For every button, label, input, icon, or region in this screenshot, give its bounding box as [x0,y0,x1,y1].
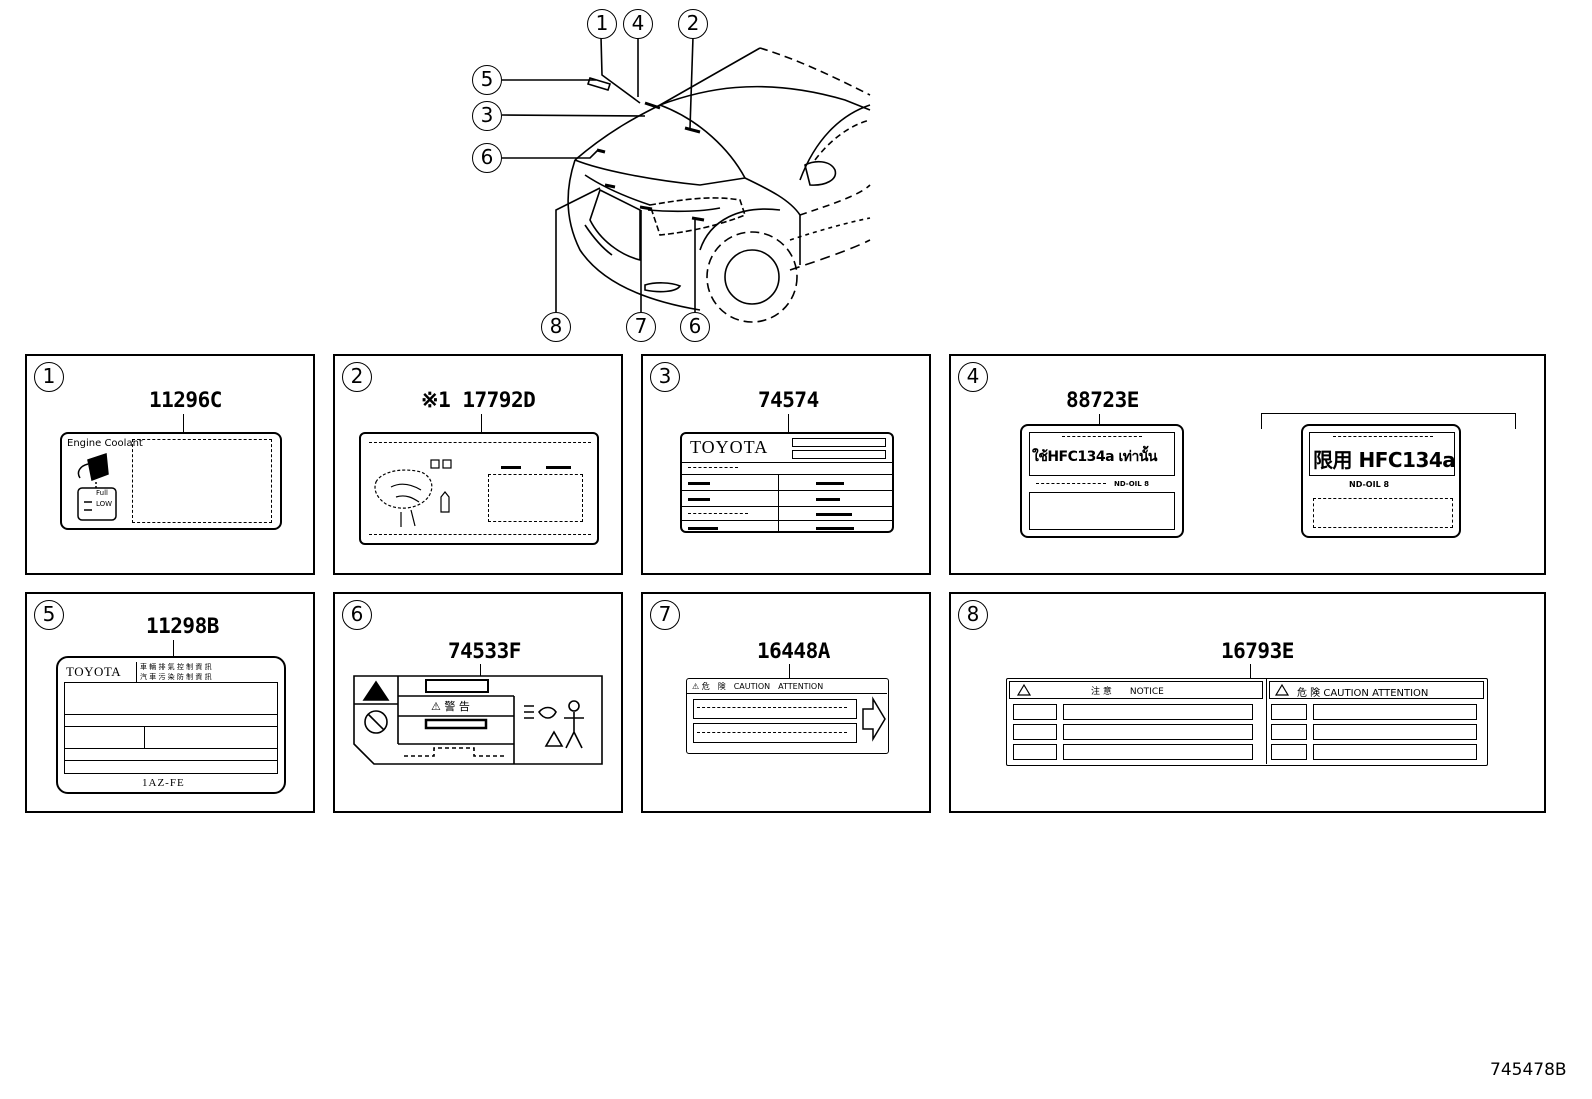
panel-number: 6 [342,600,372,630]
panel-3: 3 74574 TOYOTA [641,354,931,575]
panel-2: 2 ※1 17792D [333,354,623,575]
callout-3: 3 [472,101,502,131]
callout-6-bottom: 6 [680,312,710,342]
engine-code: 1AZ-FE [142,777,185,789]
callout-2: 2 [678,9,708,39]
panel-5: 5 11298B TOYOTA 車 輛 排 氣 控 制 資 訊 汽 車 污 染 … [25,592,315,813]
callout-7: 7 [626,312,656,342]
callout-1: 1 [587,9,617,39]
ac-label-chinese: 限用 HFC134a ND-OIL 8 [1301,424,1461,538]
part-number: 16448A [757,639,830,663]
notice-header: 注 意 NOTICE [1091,687,1164,697]
coolant-label: Engine Coolant Full LOW [60,432,282,530]
panel-number: 8 [958,600,988,630]
callout-4: 4 [623,9,653,39]
engine-schematic-icon [374,459,452,527]
emission-label [359,432,599,545]
callout-5: 5 [472,65,502,95]
refrigerant-text-thai: ใช้HFC134a เท่านั้น [1032,449,1157,465]
panel-number: 2 [342,362,372,392]
part-number: 74574 [758,388,819,412]
warning-triangle-icon [1274,683,1290,696]
brand-text: TOYOTA [66,664,122,679]
part-number: 11296C [149,388,222,412]
emission-info-label: TOYOTA 車 輛 排 氣 控 制 資 訊 汽 車 污 染 防 制 資 訊 1… [56,656,286,794]
panel-number: 5 [34,600,64,630]
part-number: 11298B [146,614,219,638]
caution-label: ⚠ 危 険 CAUTION ATTENTION [686,678,889,754]
warning-triangle-icon [1016,683,1032,696]
part-number: 88723E [1066,388,1139,412]
pouring-coolant-icon [77,452,117,521]
legend-low: LOW [96,500,113,508]
caution-header: ⚠ 危 険 CAUTION ATTENTION [692,682,824,691]
callout-8: 8 [541,312,571,342]
panel-number: 3 [650,362,680,392]
panel-6: 6 74533F ⚠ 警 告 [333,592,623,813]
panel-7: 7 16448A ⚠ 危 険 CAUTION ATTENTION [641,592,931,813]
notice-caution-label: 注 意 NOTICE 危 険 CAUTION ATTENTION [1006,678,1488,766]
callout-6-top: 6 [472,143,502,173]
oil-text-chinese: ND-OIL 8 [1349,480,1390,489]
panel-8: 8 16793E 注 意 NOTICE 危 険 CAUTION ATTENTIO… [949,592,1546,813]
ac-label-thai: ใช้HFC134a เท่านั้น ND-OIL 8 [1020,424,1184,538]
chinese-row-2: 汽 車 污 染 防 制 資 訊 [140,673,212,681]
refrigerant-text-chinese: 限用 HFC134a [1313,448,1456,472]
panel-1: 1 11296C Engine Coolant Full LOW [25,354,315,575]
fan-warning-label [353,675,603,765]
part-number: 74533F [448,639,521,663]
panel-number: 4 [958,362,988,392]
panel-4: 4 88723E ใช้HFC134a เท่านั้น ND-OIL 8 限用… [949,354,1546,575]
coolant-text: Engine Coolant [67,438,143,449]
warning-text: ⚠ 警 告 [431,700,470,713]
chinese-row-1: 車 輛 排 氣 控 制 資 訊 [140,663,212,671]
oil-text-thai: ND-OIL 8 [1114,480,1150,488]
part-number: ※1 17792D [421,388,536,412]
legend-full: Full [96,489,108,497]
part-number: 16793E [1221,639,1294,663]
brand-text: TOYOTA [690,437,769,457]
vehicle-info-label: TOYOTA [680,432,894,533]
arrow-right-icon [862,696,886,742]
doc-code: 745478B [1490,1060,1567,1080]
panel-number: 7 [650,600,680,630]
caution-header: 危 険 CAUTION ATTENTION [1297,688,1429,699]
panel-number: 1 [34,362,64,392]
